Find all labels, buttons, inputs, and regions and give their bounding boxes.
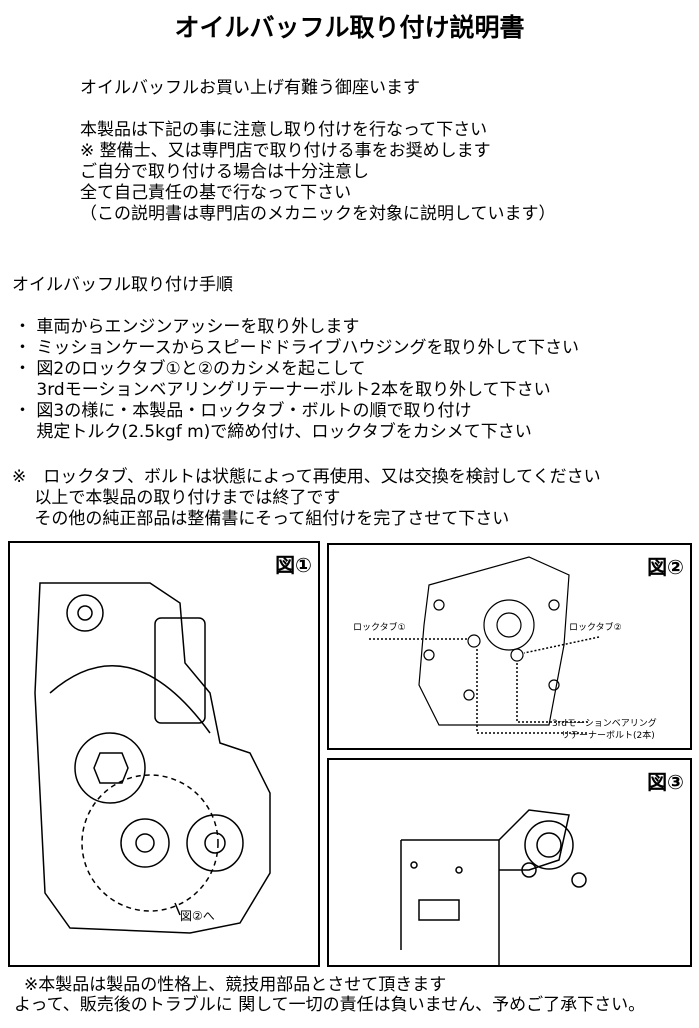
engine-drawing — [34, 582, 271, 934]
lock-tab-2-label: ロックタブ② — [569, 623, 622, 633]
figure-3-label: 図③ — [647, 770, 684, 794]
intro-line: （この説明書は専門店のメカニックを対象に説明しています） — [80, 204, 556, 224]
footer-disclaimer: ※本製品は製品の性格上、競技用部品とさせて頂きます — [24, 975, 447, 995]
bolt-label-line1: 3rdモーションベアリング — [552, 719, 657, 729]
figure-2: 図② ロックタブ① ロックタブ② 3rdモーションベアリング リテーナーボルト(… — [327, 543, 692, 750]
intro-thanks: オイルバッフルお買い上げ有難う御座います — [80, 78, 420, 98]
step-item: 規定トルク(2.5kgf m)で締め付け、ロックタブをカシメて下さい — [14, 422, 532, 442]
note-line: ※ ロックタブ、ボルトは状態によって再使用、又は交換を検討してください — [12, 467, 601, 487]
figure-1: 図① 図②へ — [8, 541, 320, 967]
procedure-heading: オイルバッフル取り付け手順 — [12, 275, 233, 295]
step-item: ・ 車両からエンジンアッシーを取り外します — [14, 317, 360, 337]
step-item: ・ 図2のロックタブ①と②のカシメを起こして — [14, 359, 366, 379]
intro-line: ※ 整備士、又は専門店で取り付ける事をお奨めします — [80, 141, 491, 161]
figure-1-label: 図① — [275, 553, 312, 577]
document-title: オイルバッフル取り付け説明書 — [174, 13, 525, 42]
figure-2-label: 図② — [647, 555, 684, 579]
step-item: ・ 図3の様に・本製品・ロックタブ・ボルトの順で取り付け — [14, 401, 472, 421]
oil-baffle-drawing — [400, 809, 587, 965]
bolt-label-line2: リテーナーボルト(2本) — [561, 731, 655, 741]
figure-2-callout: 図②へ — [180, 909, 215, 923]
intro-line: 全て自己責任の基で行なって下さい — [80, 183, 352, 203]
figure-3: 図③ — [327, 758, 692, 967]
step-item: 3rdモーションベアリングリテーナーボルト2本を取り外して下さい — [14, 380, 551, 400]
note-line: 以上で本製品の取り付けまでは終了です — [12, 488, 341, 508]
lock-tab-1-label: ロックタブ① — [353, 623, 406, 633]
intro-line: ご自分で取り付ける場合は十分注意し — [80, 162, 369, 182]
step-item: ・ ミッションケースからスピードドライブハウジングを取り外して下さい — [14, 338, 580, 358]
note-line: その他の純正部品は整備書にそって組付けを完了させて下さい — [12, 509, 510, 529]
footer-disclaimer: よって、販売後のトラブルに 関して一切の責任は負いません、予めご了承下さい。 — [14, 995, 646, 1015]
intro-line: 本製品は下記の事に注意し取り付けを行なって下さい — [80, 120, 488, 140]
gearbox-case-drawing — [369, 556, 600, 734]
